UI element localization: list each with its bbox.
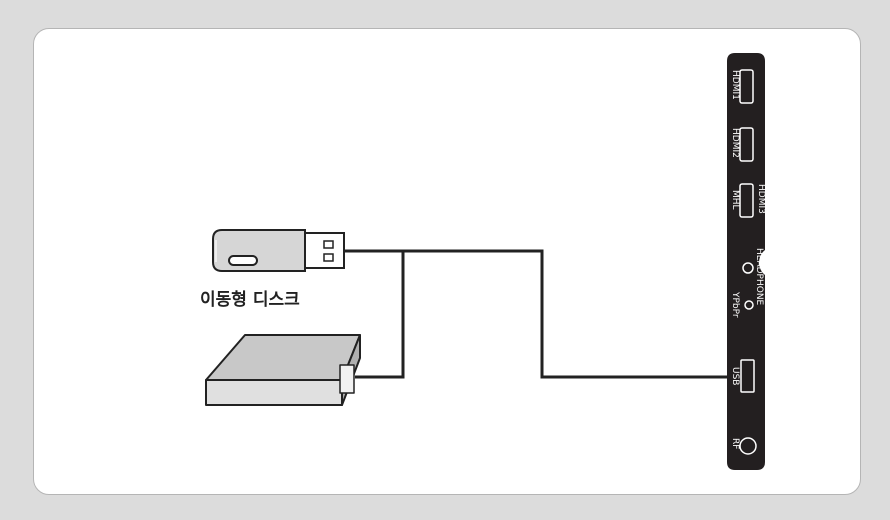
- port-label-hdmi2: HDMI2: [730, 128, 740, 158]
- diagram-frame: [33, 28, 861, 495]
- usb-device-label: 이동형 디스크: [200, 290, 300, 310]
- port-label-headphone: HEADPHONE: [754, 248, 764, 306]
- port-label-hdmi1: HDMI1: [730, 70, 740, 100]
- rf-jack[interactable]: [739, 437, 757, 455]
- usb-flash-drive-icon: [212, 229, 345, 272]
- external-hdd-icon: [205, 334, 361, 406]
- port-label-mhl: MHL: [730, 190, 740, 210]
- headphone-jack[interactable]: [742, 262, 754, 274]
- hdmi3-mhl-port[interactable]: [739, 183, 754, 218]
- tv-port-panel: [727, 53, 765, 470]
- hdd-cable: [355, 251, 405, 379]
- port-label-usb: USB: [730, 367, 740, 386]
- port-label-rf: RF: [730, 438, 740, 450]
- usb-stick-cable: [345, 249, 738, 379]
- hdmi2-port[interactable]: [739, 127, 754, 162]
- ypbpr-jack[interactable]: [744, 300, 754, 310]
- cables: [345, 249, 738, 379]
- hdmi1-port[interactable]: [739, 69, 754, 104]
- port-label-hdmi3: HDMI3: [756, 184, 766, 214]
- port-label-ypbpr: YPbPr: [730, 292, 740, 318]
- usb-port[interactable]: [740, 359, 755, 393]
